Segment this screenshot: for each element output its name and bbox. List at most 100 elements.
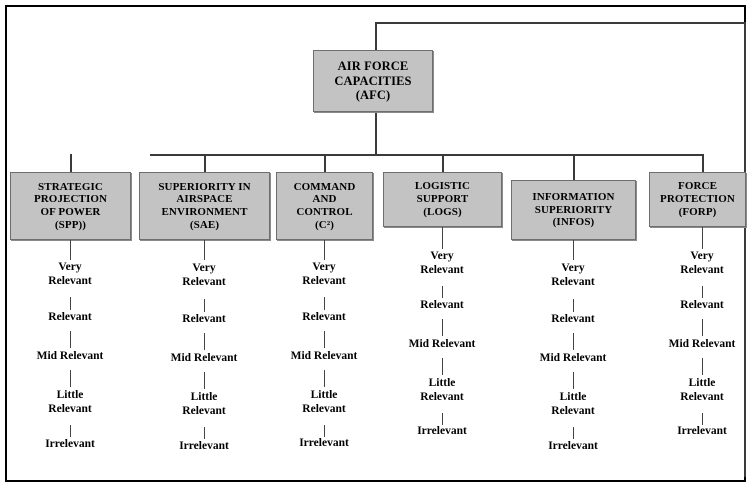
leaf-logs-little-relevant[interactable]: Little Relevant — [420, 377, 463, 404]
leaf-logs-mid-relevant[interactable]: Mid Relevant — [409, 338, 476, 352]
leaf-label-line-1: Little — [559, 391, 587, 403]
leafline-logs-2 — [442, 319, 443, 336]
leaf-sae-very-relevant[interactable]: Very Relevant — [182, 262, 225, 289]
node-spp-abbr: (SPP)) — [54, 218, 87, 231]
node-logistic-support[interactable]: LOGISTIC SUPPORT (LOGS) — [383, 172, 502, 227]
leaf-forp-very-relevant[interactable]: Very Relevant — [680, 250, 723, 277]
node-command-and-control[interactable]: COMMAND AND CONTROL (C²) — [276, 172, 373, 240]
leaf-logs-very-relevant[interactable]: Very Relevant — [420, 250, 463, 277]
node-forp-line-2: PROTECTION — [660, 193, 735, 206]
connector-root-stem-up — [375, 22, 377, 52]
node-superiority-in-airspace-environment[interactable]: SUPERIORITY IN AIRSPACE ENVIRONMENT (SAE… — [139, 172, 270, 240]
node-strategic-projection-of-power[interactable]: STRATEGIC PROJECTION OF POWER (SPP)) — [10, 172, 131, 240]
leaf-infos-little-relevant[interactable]: Little Relevant — [551, 391, 594, 418]
leafline-sae-3 — [204, 372, 205, 389]
leafline-spp-2 — [70, 331, 71, 348]
node-c2-line-2: AND — [312, 193, 337, 206]
leaf-c2-very-relevant[interactable]: Very Relevant — [302, 261, 345, 288]
leafline-forp-4 — [702, 413, 703, 425]
leaf-label-line-1: Little — [190, 391, 218, 403]
leafline-logs-3 — [442, 358, 443, 375]
leaf-forp-irrelevant[interactable]: Irrelevant — [677, 425, 727, 439]
node-information-superiority[interactable]: INFORMATION SUPERIORITY (INFOS) — [511, 180, 636, 240]
leaf-spp-mid-relevant[interactable]: Mid Relevant — [37, 350, 104, 364]
leaf-label-line-2: Relevant — [48, 402, 92, 415]
leafline-logs-4 — [442, 413, 443, 425]
leaf-infos-irrelevant[interactable]: Irrelevant — [548, 440, 598, 454]
node-afc-line-2: CAPACITIES — [334, 73, 412, 88]
leaf-label-line-1: Relevant — [680, 299, 724, 311]
node-infos-line-1: INFORMATION — [532, 190, 615, 203]
leaf-label-line-1: Very — [690, 250, 714, 262]
connector-drop-forp — [702, 154, 704, 172]
leaf-sae-irrelevant[interactable]: Irrelevant — [179, 440, 229, 454]
leaf-label-line-1: Irrelevant — [179, 440, 229, 452]
leaf-infos-mid-relevant[interactable]: Mid Relevant — [540, 352, 607, 366]
leaf-label-line-1: Mid Relevant — [408, 338, 476, 350]
leafline-logs-0 — [442, 227, 443, 249]
connector-distribution-bus — [150, 154, 703, 156]
leaf-label-line-2: Relevant — [680, 390, 724, 403]
node-air-force-capacities[interactable]: AIR FORCE CAPACITIES (AFC) — [313, 50, 433, 112]
leafline-c2-0 — [324, 240, 325, 260]
node-sae-abbr: (SAE) — [189, 218, 220, 231]
connector-frame-right-drop — [744, 22, 746, 477]
leaf-infos-very-relevant[interactable]: Very Relevant — [551, 262, 594, 289]
leaf-label-line-2: Relevant — [551, 404, 595, 417]
node-c2-line-1: COMMAND — [293, 180, 356, 193]
leaf-c2-mid-relevant[interactable]: Mid Relevant — [291, 350, 358, 364]
leaf-c2-irrelevant[interactable]: Irrelevant — [299, 437, 349, 451]
leaf-c2-little-relevant[interactable]: Little Relevant — [302, 389, 345, 416]
leaf-logs-relevant[interactable]: Relevant — [420, 299, 463, 313]
leaf-label-line-2: Relevant — [302, 274, 346, 287]
node-afc-line-1: AIR FORCE — [337, 59, 409, 74]
leafline-forp-2 — [702, 319, 703, 336]
leaf-forp-mid-relevant[interactable]: Mid Relevant — [669, 338, 736, 352]
leaf-spp-little-relevant[interactable]: Little Relevant — [48, 389, 91, 416]
leaf-sae-relevant[interactable]: Relevant — [182, 313, 225, 327]
leafline-sae-4 — [204, 427, 205, 439]
leaf-label-line-1: Little — [310, 389, 338, 401]
leaf-spp-relevant[interactable]: Relevant — [48, 311, 91, 325]
leaf-sae-little-relevant[interactable]: Little Relevant — [182, 391, 225, 418]
leaf-spp-irrelevant[interactable]: Irrelevant — [45, 438, 95, 452]
leaf-label-line-1: Little — [56, 389, 84, 401]
leafline-spp-4 — [70, 425, 71, 437]
leafline-infos-3 — [573, 372, 574, 389]
leaf-label-line-1: Little — [428, 377, 456, 389]
leaf-c2-relevant[interactable]: Relevant — [302, 311, 345, 325]
node-spp-line-2: PROJECTION — [33, 193, 108, 206]
connector-drop-sae — [204, 154, 206, 172]
leafline-spp-3 — [70, 370, 71, 387]
leaf-label-line-1: Mid Relevant — [170, 352, 238, 364]
leaf-label-line-2: Relevant — [420, 390, 464, 403]
leaf-sae-mid-relevant[interactable]: Mid Relevant — [171, 352, 238, 366]
leaf-forp-relevant[interactable]: Relevant — [680, 299, 723, 313]
leaf-label-line-1: Relevant — [551, 313, 595, 325]
leafline-sae-0 — [204, 240, 205, 260]
node-infos-line-2: SUPERIORITY — [534, 203, 613, 216]
leaf-label-line-2: Relevant — [420, 263, 464, 276]
leaf-spp-very-relevant[interactable]: Very Relevant — [48, 261, 91, 288]
node-force-protection[interactable]: FORCE PROTECTION (FORP) — [649, 172, 746, 227]
leaf-forp-little-relevant[interactable]: Little Relevant — [680, 377, 723, 404]
leaf-label-line-1: Mid Relevant — [36, 350, 104, 362]
node-spp-line-1: STRATEGIC — [38, 180, 103, 193]
leaf-label-line-1: Relevant — [420, 299, 464, 311]
node-sae-line-1: SUPERIORITY IN — [158, 180, 251, 193]
node-spp-line-3: OF POWER — [40, 206, 101, 218]
leaf-label-line-1: Mid Relevant — [290, 350, 358, 362]
leafline-spp-0 — [70, 240, 71, 260]
leafline-sae-2 — [204, 333, 205, 350]
connector-drop-spp — [70, 154, 72, 172]
leaf-logs-irrelevant[interactable]: Irrelevant — [417, 425, 467, 439]
leafline-infos-1 — [573, 299, 574, 312]
leaf-label-line-2: Relevant — [182, 404, 226, 417]
node-afc-line-3: (AFC) — [355, 88, 391, 103]
leaf-infos-relevant[interactable]: Relevant — [551, 313, 594, 327]
leaf-label-line-2: Relevant — [302, 402, 346, 415]
node-logs-line-1: LOGISTIC — [414, 180, 471, 193]
leaf-label-line-1: Very — [561, 262, 585, 274]
leaf-label-line-1: Little — [688, 377, 716, 389]
